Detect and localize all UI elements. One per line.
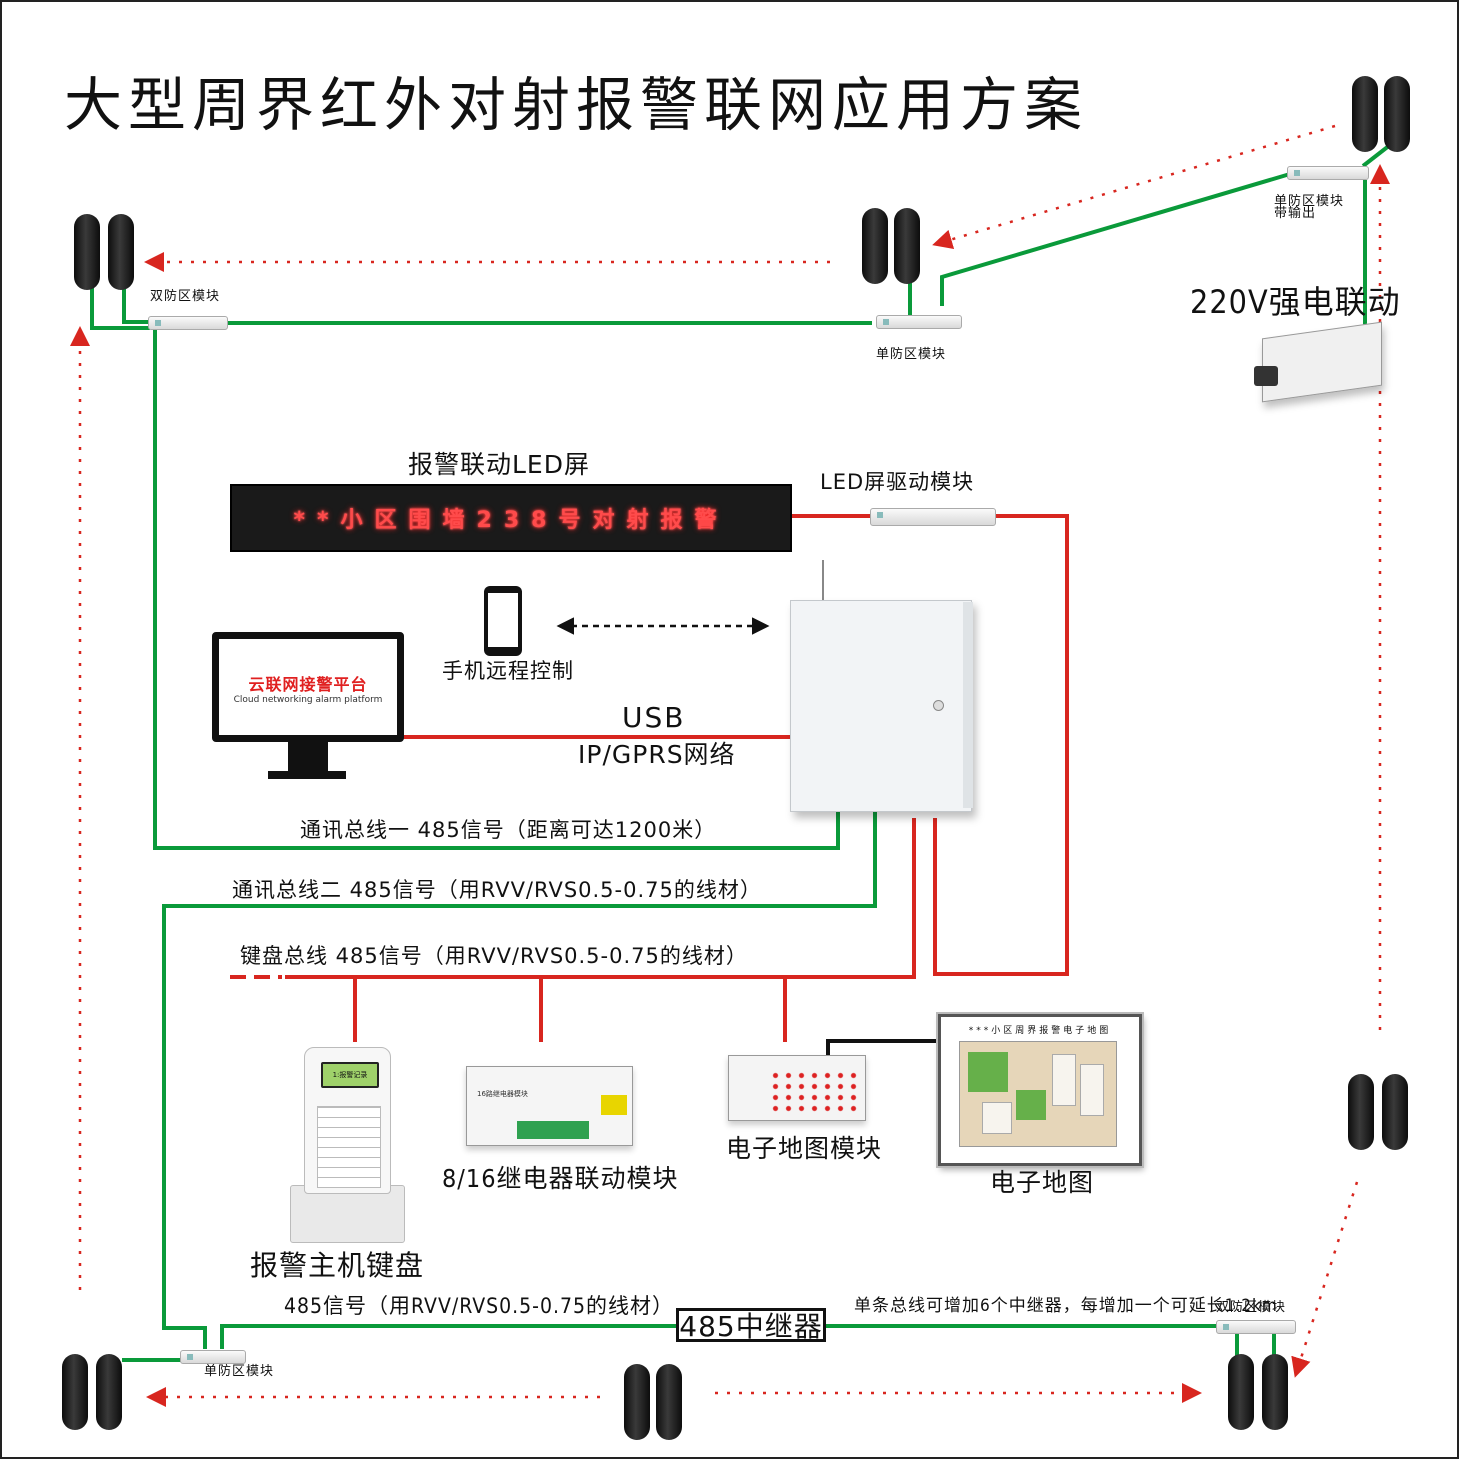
page-title: 大型周界红外对射报警联网应用方案: [64, 71, 1089, 139]
repeater-note: 单条总线可增加6个中继器，每增加一个可延长1.2km: [854, 1296, 1278, 1316]
e-map-icon: ***小区周界报警电子地图: [938, 1014, 1142, 1166]
phone-remote-label: 手机远程控制: [442, 659, 574, 683]
alarm-cabinet-side: [963, 602, 973, 808]
infrared-beams: [70, 124, 1390, 1407]
e-map-area: [959, 1041, 1117, 1147]
bottom-bus-left: [220, 1324, 676, 1349]
power-linkage-label: 220V强电联动: [1190, 283, 1401, 321]
relay-module-label: 8/16继电器联动模块: [442, 1164, 679, 1193]
lock-icon: [933, 700, 944, 711]
top-right-bus: [940, 172, 1291, 306]
e-map-building: [1052, 1054, 1076, 1106]
bottom-bus-label: 485信号（用RVV/RVS0.5-0.75的线材）: [284, 1294, 675, 1318]
e-map-module-label: 电子地图模块: [726, 1134, 883, 1163]
keypad-label: 报警主机键盘: [250, 1249, 425, 1282]
led-screen-label: 报警联动LED屏: [408, 450, 590, 479]
e-map-green-area: [1016, 1090, 1046, 1120]
infrared-detector-icon: [96, 1354, 122, 1430]
led-screen-text: **小区围墙238号对射报警: [293, 508, 729, 533]
power-plug-icon: [1254, 366, 1278, 386]
keyboard-bus-label: 键盘总线 485信号（用RVV/RVS0.5-0.75的线材）: [240, 944, 748, 968]
zone-module-icon: [148, 316, 228, 330]
zone-module-icon: [1216, 1320, 1296, 1334]
platform-subtitle: Cloud networking alarm platform: [233, 695, 383, 705]
keypad-lcd: 1:报警记录: [321, 1062, 379, 1088]
red-buses: [285, 514, 1069, 1042]
e-map-green-area: [968, 1052, 1008, 1092]
infrared-detector-icon: [1352, 76, 1378, 152]
zone-module-icon: [1287, 166, 1369, 180]
infrared-detector-icon: [624, 1364, 650, 1440]
infrared-detector-icon: [108, 214, 134, 290]
monitor-base: [268, 771, 346, 779]
green-buses: [90, 143, 1392, 1362]
zone-module-icon: [180, 1350, 246, 1364]
beam-top-right: [932, 124, 1336, 250]
bus-two: [162, 806, 877, 1349]
detector-tr-wire: [1361, 143, 1392, 168]
e-map-module-leds: [769, 1070, 861, 1114]
keypad-icon: 1:报警记录: [290, 1047, 405, 1243]
infrared-detector-icon: [74, 214, 100, 290]
e-map-module-icon: [728, 1055, 866, 1121]
relay-pcb: [601, 1095, 627, 1115]
relay-terminals: [517, 1121, 589, 1139]
single-zone-module-label: 单防区模块: [876, 347, 947, 362]
led-driver-wire: [933, 514, 1069, 976]
usb-label: USB: [622, 701, 686, 734]
zone-module-icon: [876, 315, 962, 329]
infrared-detector-icon: [894, 208, 920, 284]
network-label: IP/GPRS网络: [578, 740, 736, 769]
e-map-title: ***小区周界报警电子地图: [968, 1026, 1112, 1036]
single-zone-output-module-label: 单防区模块 带输出: [1274, 194, 1345, 221]
infrared-detector-icon: [62, 1354, 88, 1430]
detector-tl-wire-a: [90, 282, 150, 330]
infrared-detector-icon: [862, 208, 888, 284]
infrared-detector-icon: [1382, 1074, 1408, 1150]
repeater-485: 485中继器: [676, 1308, 826, 1343]
smartphone-icon: [484, 586, 522, 656]
e-map-label: 电子地图: [990, 1168, 1095, 1197]
platform-title: 云联网接警平台: [248, 675, 368, 694]
keypad-keys: [317, 1106, 381, 1188]
keypad-body: 1:报警记录: [304, 1047, 391, 1194]
smartphone-screen: [488, 593, 518, 647]
dual-zone-module-label: 双防区模块: [150, 289, 221, 304]
infrared-detector-icon: [1348, 1074, 1374, 1150]
keypad-stand: [290, 1185, 405, 1243]
dual-zone-module-bottom-label: 双防区模块: [1216, 1300, 1287, 1315]
infrared-detector-icon: [1262, 1354, 1288, 1430]
zone-module-icon: [870, 508, 996, 526]
e-map-building: [982, 1102, 1012, 1134]
monitor-icon: 云联网接警平台 Cloud networking alarm platform: [212, 632, 404, 742]
led-driver-label: LED屏驱动模块: [820, 470, 975, 494]
beam-bottom-right: [1291, 1181, 1359, 1378]
infrared-detector-icon: [1384, 76, 1410, 152]
monitor-stand: [288, 742, 328, 772]
bus-one-label: 通讯总线一 485信号（距离可达1200米）: [300, 818, 717, 842]
alarm-cabinet-icon: [790, 600, 972, 812]
infrared-detector-icon: [656, 1364, 682, 1440]
relay-module-icon: 16路继电器模块: [466, 1066, 633, 1146]
detector-tl-wire-b: [122, 288, 150, 324]
bus-two-label: 通讯总线二 485信号（用RVV/RVS0.5-0.75的线材）: [232, 878, 762, 902]
bus-one: [153, 330, 840, 850]
relay-board-text: 16路继电器模块: [477, 1090, 528, 1098]
e-map-building: [1080, 1064, 1104, 1116]
infrared-detector-icon: [1228, 1354, 1254, 1430]
single-zone-module-bottom-label: 单防区模块: [204, 1364, 275, 1379]
led-screen: **小区围墙238号对射报警: [230, 484, 792, 552]
keyboard-bus: [285, 818, 916, 979]
